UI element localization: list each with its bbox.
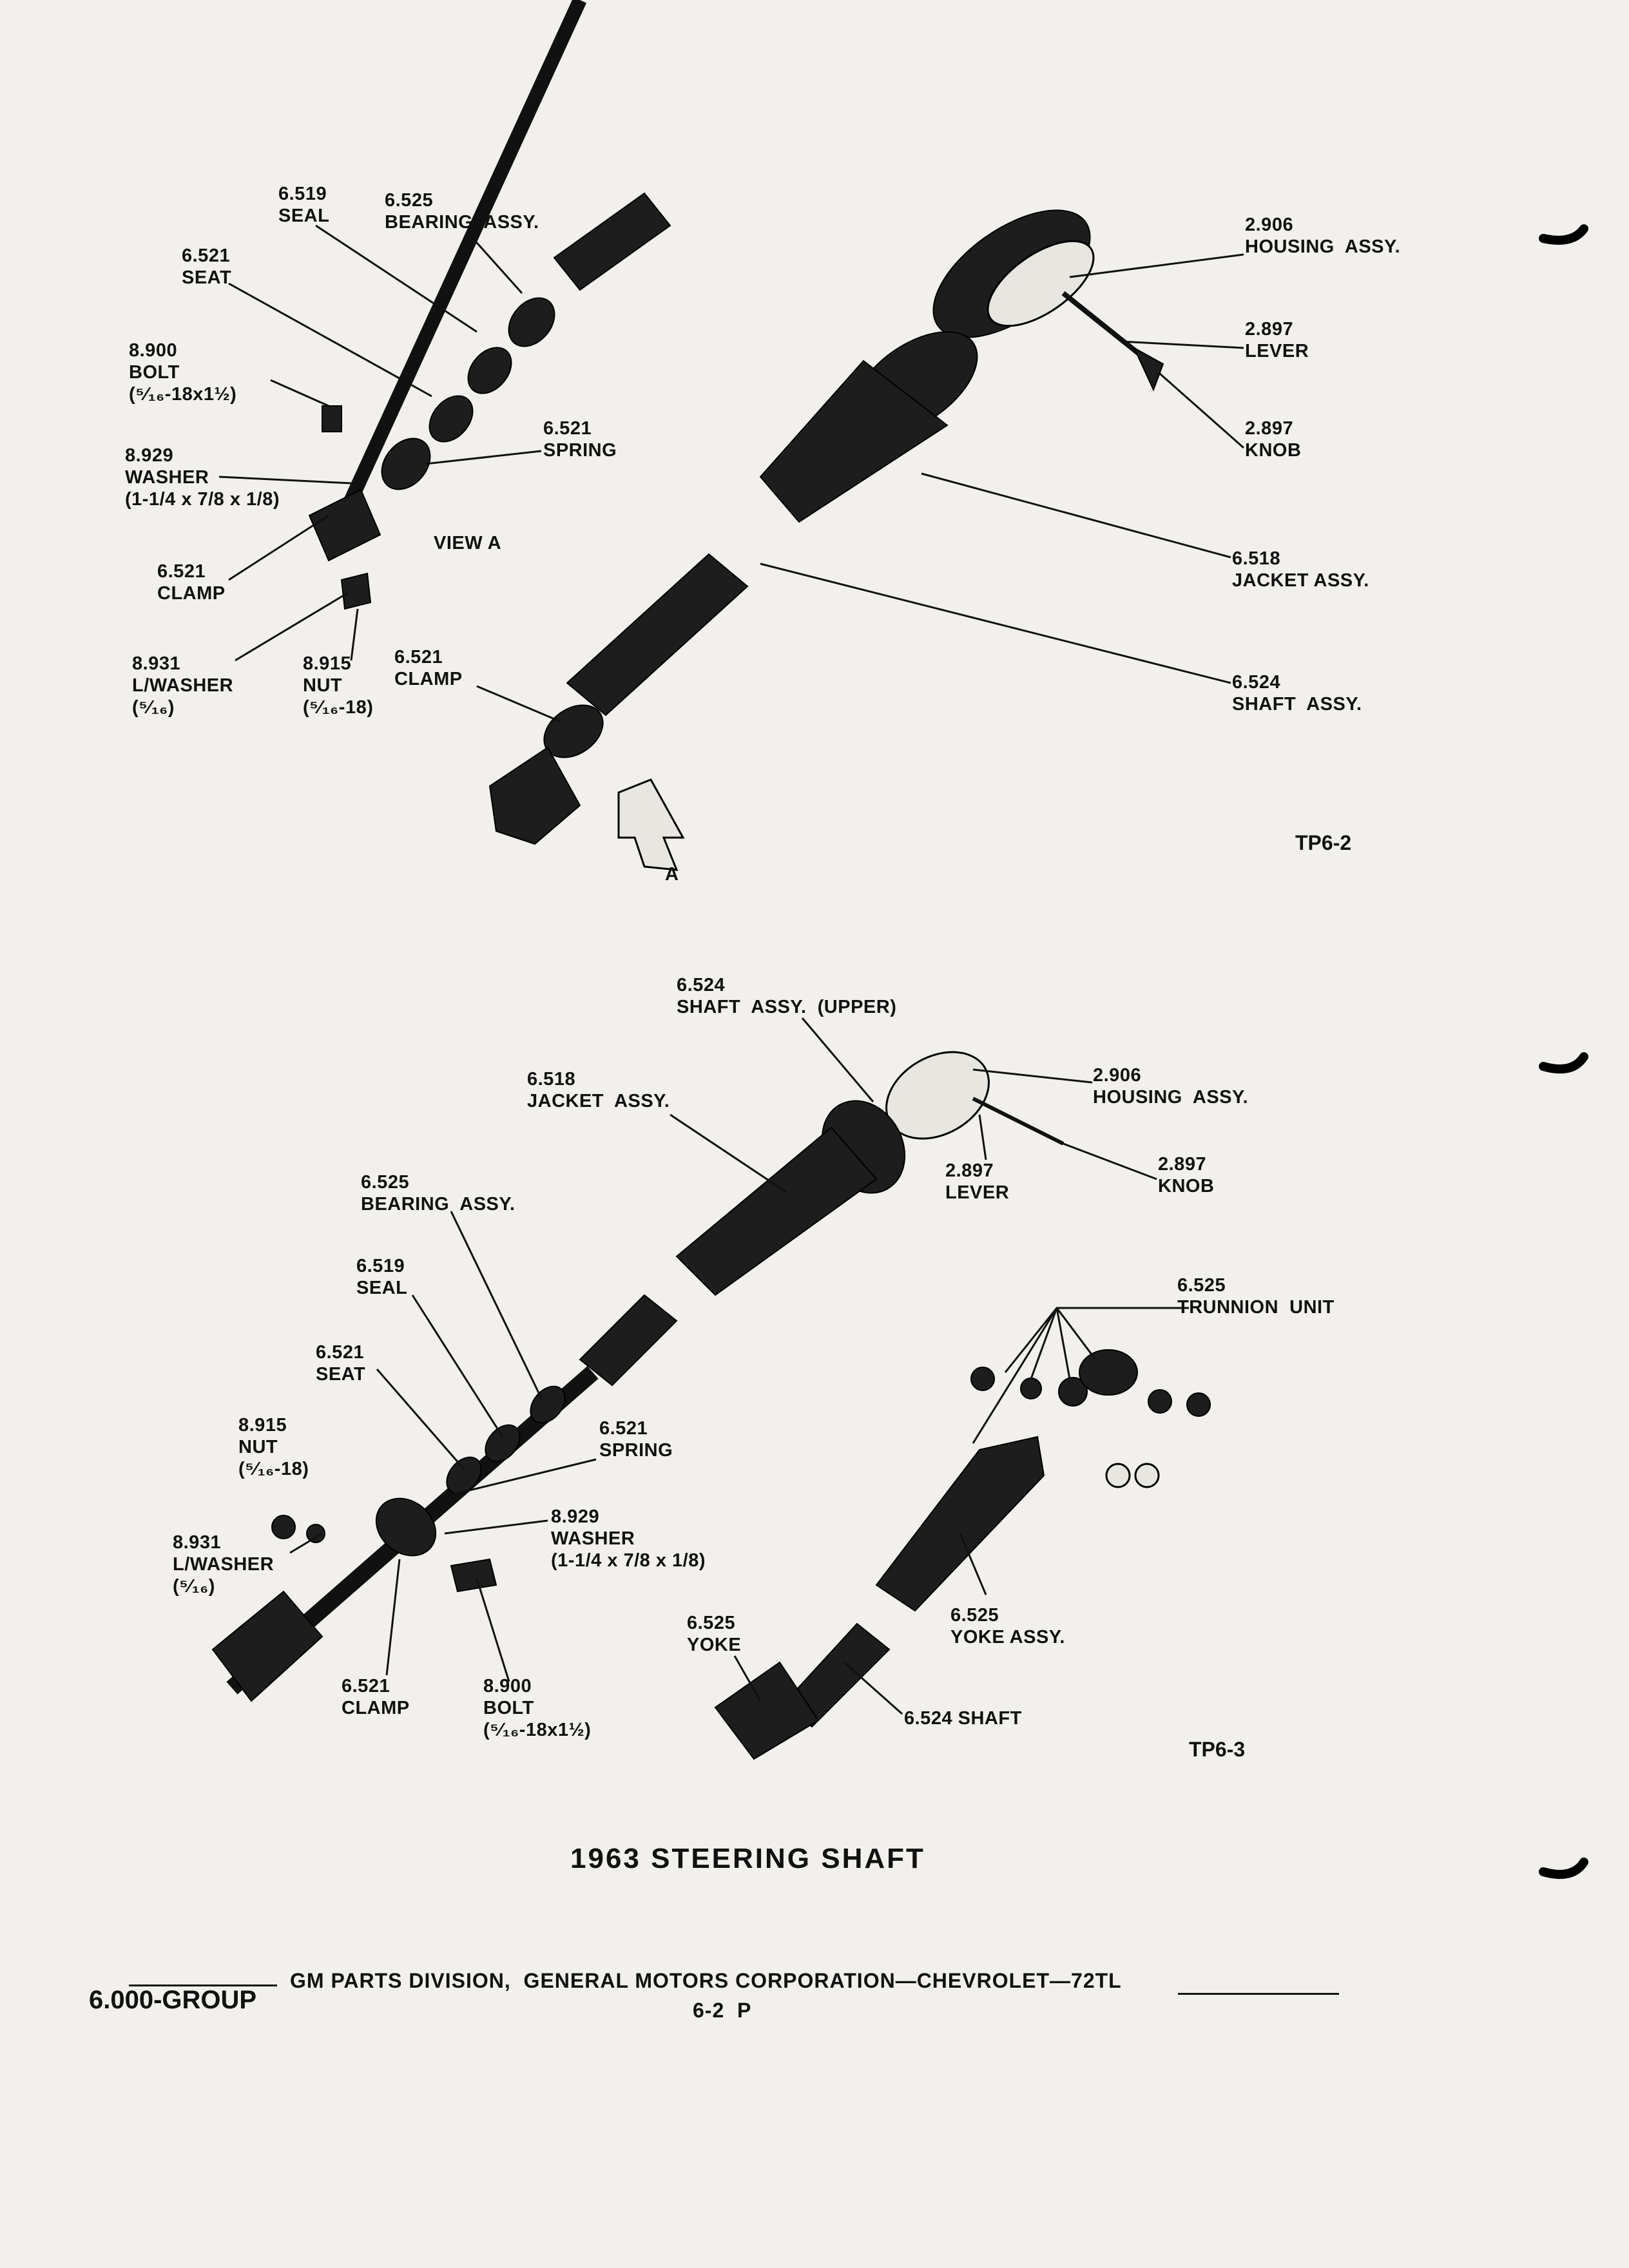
bolt-lower — [450, 1558, 497, 1593]
footer-page-number: 6-2 P — [693, 1999, 752, 2022]
footer-rule-right — [1178, 1993, 1339, 1995]
shaft-lower — [785, 1622, 891, 1728]
view-a-shaft-upper — [553, 192, 671, 291]
footer-publisher: GM PARTS DIVISION, GENERAL MOTORS CORPOR… — [290, 1969, 1122, 1992]
yoke-assy — [875, 1436, 1045, 1612]
binder-mark — [1539, 1858, 1588, 1879]
view-a-label: VIEW A — [434, 533, 502, 553]
shaft-assy — [566, 553, 749, 716]
view-a-bearing — [508, 297, 555, 347]
top-figure-parts — [308, 0, 1164, 871]
binder-mark — [1539, 224, 1588, 245]
bottom-figure-parts — [211, 1051, 1211, 1760]
label-shaft-bottom: 6.524 SHAFT — [904, 1708, 1022, 1729]
top-figure-leaders — [218, 224, 1244, 723]
jacket-assy — [759, 360, 949, 523]
view-a-seal — [467, 347, 512, 394]
jacket-assy-lower — [675, 1126, 878, 1296]
nut-lower — [271, 1515, 296, 1539]
page-title: 1963 STEERING SHAFT — [570, 1843, 925, 1874]
lwasher-lower — [306, 1524, 325, 1543]
yoke — [714, 1661, 820, 1760]
footer-rule-left — [129, 1984, 277, 1986]
binder-mark — [1539, 1052, 1588, 1074]
lower-coupling — [488, 746, 581, 845]
figure-id-top: TP6-2 — [1295, 831, 1352, 854]
view-a-shaft-body — [328, 0, 587, 538]
view-a-nut — [340, 572, 372, 610]
knob — [1132, 346, 1164, 392]
yoke-end — [211, 1590, 323, 1702]
figure-id-bottom: TP6-3 — [1189, 1738, 1246, 1761]
trunnion-unit — [970, 1349, 1211, 1488]
view-a-arrow — [617, 778, 685, 871]
clamp-lower — [375, 1497, 437, 1557]
bottom-figure-leaders — [289, 1017, 1189, 1715]
shaft-upper-lower — [579, 1294, 678, 1387]
view-a-clamp — [308, 488, 381, 562]
view-a-spring — [381, 437, 431, 490]
lever-lower — [972, 1097, 1065, 1146]
view-a-bolt — [322, 405, 342, 432]
view-a-seat — [429, 395, 474, 443]
footer-group: 6.000-GROUP — [89, 1986, 257, 2014]
arrow-a-label: A — [665, 864, 679, 885]
